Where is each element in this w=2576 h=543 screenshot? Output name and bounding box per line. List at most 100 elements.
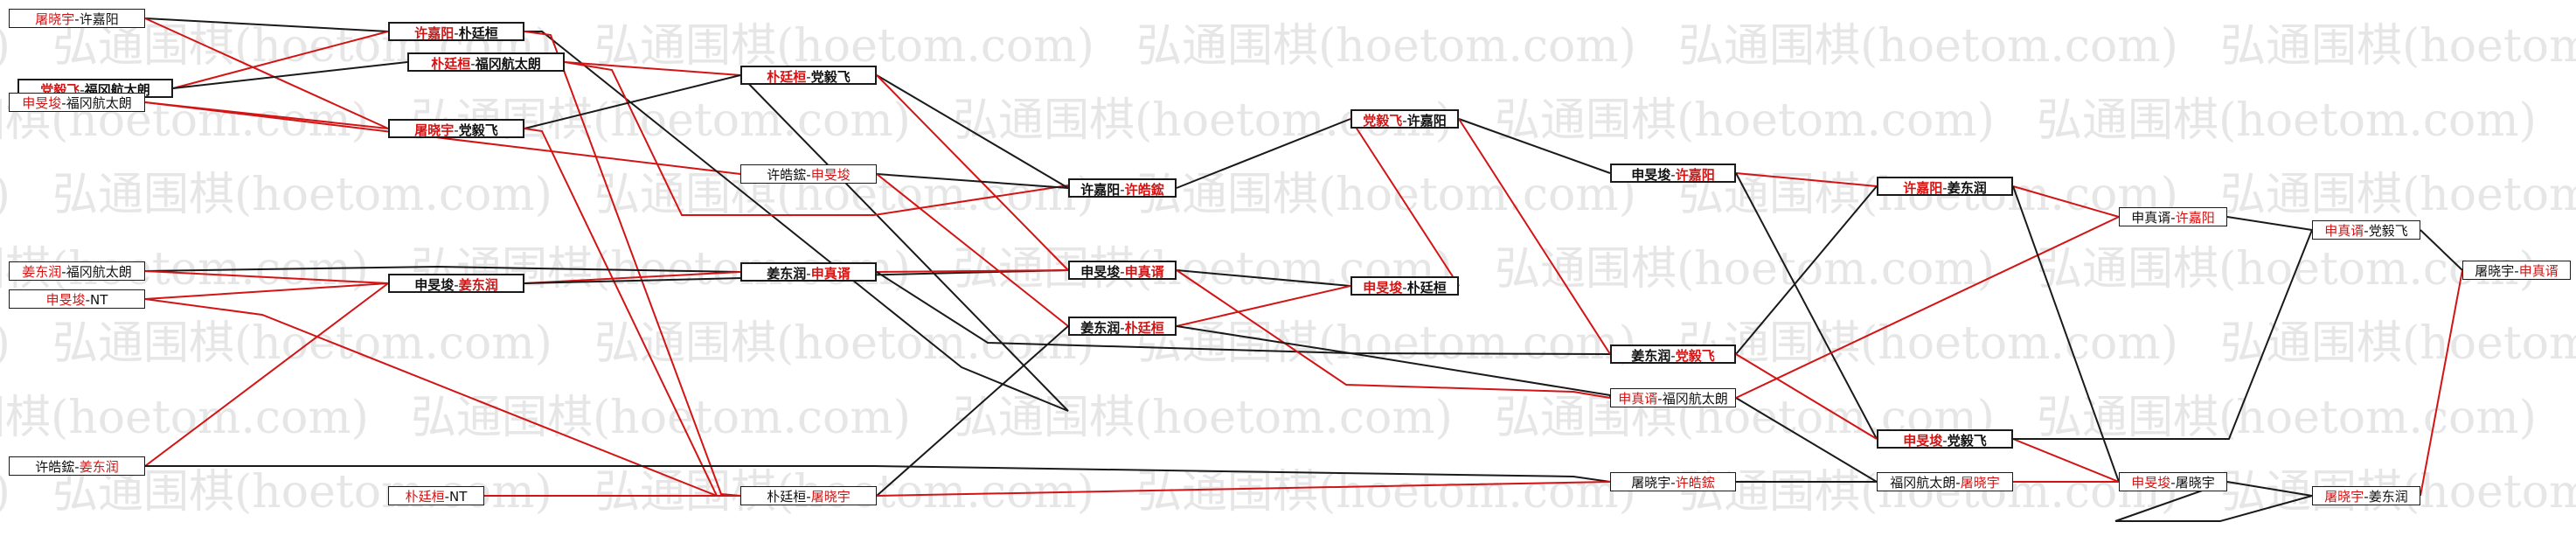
bracket-connector (1458, 118, 1611, 355)
player-one: 申旻埈 (1080, 264, 1121, 280)
player-two: 屠晓宇 (810, 489, 851, 505)
player-two: 福冈航太朗 (66, 95, 132, 111)
match-node[interactable]: 朴廷桓-屠晓宇 (740, 486, 877, 505)
player-two: 姜东润 (1947, 180, 1987, 196)
match-node[interactable]: 党毅飞-许嘉阳 (1350, 109, 1459, 129)
bracket-connector (2420, 269, 2463, 497)
bracket-connector (172, 61, 408, 89)
separator: - (80, 82, 85, 98)
player-two: 福冈航太朗 (66, 264, 132, 280)
player-one: 申旻埈 (2131, 475, 2171, 491)
match-node[interactable]: 朴廷桓-NT (388, 486, 484, 505)
separator: - (1670, 167, 1676, 183)
match-node[interactable]: 屠晓宇-党毅飞 (388, 119, 524, 138)
separator: - (806, 69, 811, 85)
bracket-connector (876, 74, 1069, 189)
match-node[interactable]: 申旻埈-申真谞 (1068, 261, 1177, 280)
bracket-connector (524, 271, 741, 284)
match-node[interactable]: 屠晓宇-姜东润 (2312, 486, 2420, 505)
separator: - (2514, 263, 2519, 279)
match-node[interactable]: 许嘉阳-许皓鋐 (1068, 178, 1177, 198)
match-node[interactable]: 申旻埈-朴廷桓 (1350, 276, 1459, 296)
separator: - (2364, 223, 2369, 239)
match-node[interactable]: 姜东润-朴廷桓 (1068, 317, 1177, 336)
match-node[interactable]: 姜东润-申真谞 (740, 262, 877, 282)
separator: - (85, 292, 91, 308)
player-two: 党毅飞 (458, 122, 498, 138)
player-two: 党毅飞 (1675, 348, 1715, 364)
bracket-connector (172, 31, 389, 89)
match-node[interactable]: 申真谞-福冈航太朗 (1610, 388, 1736, 407)
bracket-connector (144, 270, 389, 284)
bracket-connector (1735, 172, 1878, 187)
bracket-connector (876, 269, 1069, 273)
player-two: 许皓鋐 (1124, 182, 1164, 198)
bracket-connector (524, 74, 741, 129)
separator: - (74, 11, 80, 27)
bracket-connector (1735, 172, 1878, 440)
player-two: 党毅飞 (810, 69, 851, 85)
match-node[interactable]: 许嘉阳-姜东润 (1877, 177, 2013, 196)
separator: - (1402, 113, 1407, 129)
match-node[interactable]: 屠晓宇-申真谞 (2462, 261, 2571, 280)
player-one: 朴廷桓 (431, 56, 471, 72)
match-node[interactable]: 申旻埈-福冈航太朗 (9, 93, 145, 112)
match-node[interactable]: 朴廷桓-福冈航太朗 (407, 52, 565, 72)
bracket-connector (145, 465, 1611, 483)
match-node[interactable]: 许嘉阳-朴廷桓 (388, 22, 524, 41)
bracket-connector (1176, 325, 1611, 355)
match-node[interactable]: 申旻埈-许嘉阳 (1610, 164, 1736, 183)
match-node[interactable]: 申旻埈-姜东润 (388, 274, 524, 293)
separator: - (1120, 320, 1125, 336)
separator: - (61, 95, 66, 111)
separator: - (454, 122, 459, 138)
separator: - (1402, 280, 1407, 296)
match-node[interactable]: 许皓鋐-姜东润 (9, 456, 145, 476)
match-node[interactable]: 福冈航太朗-屠晓宇 (1877, 472, 2013, 491)
match-node[interactable]: 申真谞-许嘉阳 (2119, 207, 2227, 226)
player-one: 福冈航太朗 (1890, 475, 1956, 491)
bracket-connector (144, 282, 389, 467)
match-node[interactable]: 许皓鋐-申旻埈 (740, 164, 877, 184)
bracket-connector (876, 271, 1611, 398)
separator: - (1942, 433, 1948, 449)
player-two: 朴廷桓 (458, 25, 498, 41)
player-two: 福冈航太朗 (475, 56, 541, 72)
bracket-connector (2012, 438, 2120, 483)
player-one: 屠晓宇 (35, 11, 75, 27)
player-one: 屠晓宇 (1631, 475, 1671, 491)
separator: - (454, 277, 459, 293)
player-two: 党毅飞 (2368, 223, 2408, 239)
player-one: 屠晓宇 (414, 122, 455, 138)
player-one: 姜东润 (767, 266, 807, 282)
bracket-connector (876, 173, 1069, 327)
player-two: NT (449, 489, 468, 505)
match-node[interactable]: 申旻埈-屠晓宇 (2119, 472, 2227, 491)
bracket-connector (2420, 229, 2463, 271)
match-node[interactable]: 申真谞-党毅飞 (2312, 220, 2420, 240)
player-two: 党毅飞 (1947, 433, 1987, 449)
bracket-connector (144, 101, 741, 175)
player-one: 许嘉阳 (1903, 180, 1943, 196)
separator: - (454, 25, 459, 41)
separator: - (1670, 475, 1676, 491)
player-two: 申真谞 (1124, 264, 1164, 280)
bracket-connector (1176, 269, 1351, 287)
player-two: 申真谞 (810, 266, 851, 282)
match-node[interactable]: 朴廷桓-党毅飞 (740, 66, 877, 85)
player-one: 申真谞 (2131, 210, 2171, 226)
separator: - (2170, 475, 2176, 491)
bracket-connector (1735, 185, 1878, 355)
match-node[interactable]: 申旻埈-NT (9, 289, 145, 309)
match-node[interactable]: 姜东润-党毅飞 (1610, 345, 1736, 364)
match-node[interactable]: 屠晓宇-许皓鋐 (1610, 472, 1736, 491)
match-node[interactable]: 姜东润-福冈航太朗 (9, 261, 145, 281)
player-one: 申旻埈 (1903, 433, 1943, 449)
match-node[interactable]: 屠晓宇-许嘉阳 (9, 9, 145, 28)
bracket-connector (876, 74, 1069, 271)
separator: - (470, 56, 476, 72)
bracket-connector (144, 17, 389, 129)
player-one: 屠晓宇 (2324, 489, 2364, 505)
match-node[interactable]: 申旻埈-党毅飞 (1877, 429, 2013, 449)
